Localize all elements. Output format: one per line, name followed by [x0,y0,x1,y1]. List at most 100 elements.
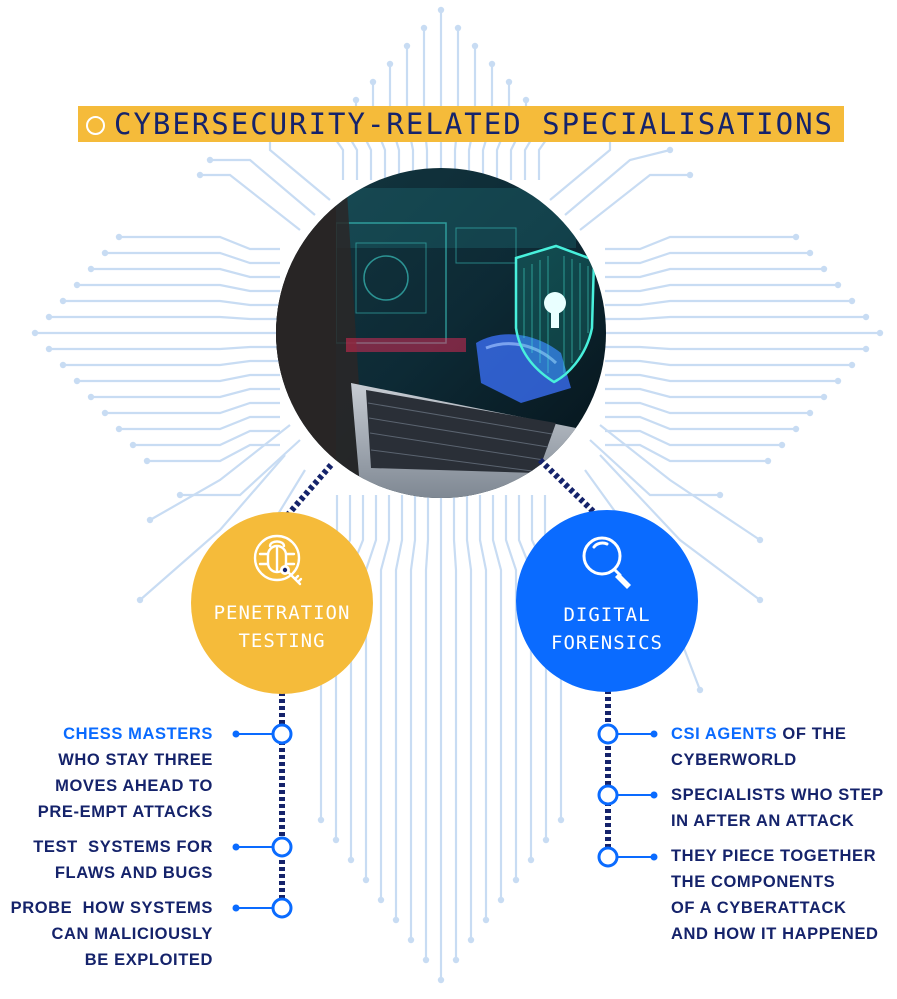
circuit-trace [605,429,782,447]
left-item-1-line: MOVES AHEAD TO [55,777,213,795]
penetration-testing-bubble: PENETRATION TESTING [191,512,373,694]
circuit-node [45,345,53,353]
circuit-trace [605,373,838,383]
circuit-node [196,171,204,179]
circuit-node [73,281,81,289]
circuit-node [488,60,496,68]
circuit-trace [605,443,768,463]
page-title: CYBERSECURITY-RELATED SPECIALISATIONS [114,107,835,141]
circuit-node [792,233,800,241]
circuit-node [176,491,184,499]
circuit-node [716,491,724,499]
circuit-node [59,361,67,369]
right-item-3: THEY PIECE TOGETHER THE COMPONENTS OF A … [671,843,893,947]
right-item-3-line: OF A CYBERATTACK [671,899,847,917]
circuit-node [403,42,411,50]
circuit-trace [605,251,810,265]
circuit-node [59,297,67,305]
circuit-node [352,96,360,104]
circuit-node [31,329,39,337]
circuit-trace [517,495,533,860]
right-item-2: SPECIALISTS WHO STEP IN AFTER AN ATTACK [671,782,893,834]
circuit-node [542,836,550,844]
circuit-trace [91,387,280,399]
circuit-node [437,6,445,14]
circuit-trace [119,415,280,431]
circuit-trace [63,299,280,307]
circuit-node [806,409,814,417]
circuit-trace [63,359,280,367]
left-item-3: PROBE HOW SYSTEMS CAN MALICIOUSLY BE EXP… [4,895,213,973]
circuit-trace [605,345,866,351]
right-item-1: CSI AGENTS OF THE CYBERWORLD [671,721,893,773]
circuit-trace [364,495,378,880]
circuit-trace [139,454,286,601]
circuit-node [834,377,842,385]
circuit-node [87,393,95,401]
right-item-2-line: IN AFTER AN ATTACK [671,812,855,830]
right-item-1-line: CYBERWORLD [671,751,797,769]
circuit-trace [504,495,518,880]
circuit-node [143,457,151,465]
left-item-3-line: BE EXPLOITED [84,951,213,969]
circuit-node [386,60,394,68]
circuit-node [101,249,109,257]
circuit-trace [605,387,824,399]
circuit-node [87,265,95,273]
circuit-node [369,78,377,86]
circuit-trace [200,173,301,231]
circuit-trace [589,439,720,497]
circuit-node [420,24,428,32]
right-item-1-rest: OF THE [777,725,847,743]
circuit-trace [149,424,291,521]
circuit-trace [77,373,280,383]
circuit-node [557,816,565,824]
circuit-node [834,281,842,289]
circuit-node [764,457,772,465]
circuit-trace [105,401,280,415]
forensics-label-line2: FORENSICS [551,632,663,654]
circuit-node [527,856,535,864]
circuit-trace [379,495,391,900]
circuit-node [362,876,370,884]
circuit-trace [599,454,761,601]
laptop-security-photo [276,168,606,498]
circuit-node [115,233,123,241]
circuit-node [73,377,81,385]
circuit-trace [579,173,690,231]
circuit-node [206,156,214,164]
circuit-node [696,686,704,694]
circuit-trace [105,251,280,265]
circuit-trace [49,345,280,351]
circuit-trace [605,283,838,293]
left-item-1: CHESS MASTERS WHO STAY THREE MOVES AHEAD… [10,721,213,825]
circuit-node [377,896,385,904]
circuit-node [806,249,814,257]
circuit-node [146,516,154,524]
circuit-node [45,313,53,321]
circuit-node [482,916,490,924]
circuit-trace [210,158,316,216]
circuit-node [422,956,430,964]
circuit-node [862,313,870,321]
circuit-node [820,265,828,273]
circuit-node [437,976,445,984]
right-item-1-highlight: CSI AGENTS [671,725,778,743]
circuit-trace [465,495,473,940]
forensics-label-line1: DIGITAL [563,604,651,626]
circuit-node [129,441,137,449]
circuit-node [101,409,109,417]
circuit-node [347,856,355,864]
circuit-node [467,936,475,944]
left-item-2-line: TEST SYSTEMS FOR [33,838,213,856]
circuit-trace [599,424,761,541]
digital-forensics-bubble: DIGITAL FORENSICS [516,510,698,692]
circuit-trace [49,315,280,321]
circuit-trace [478,495,488,920]
circuit-node [471,42,479,50]
right-item-3-line: AND HOW IT HAPPENED [671,925,879,943]
circuit-trace [180,439,301,497]
circuit-node [792,425,800,433]
circuit-node [778,441,786,449]
circuit-trace [91,267,280,279]
